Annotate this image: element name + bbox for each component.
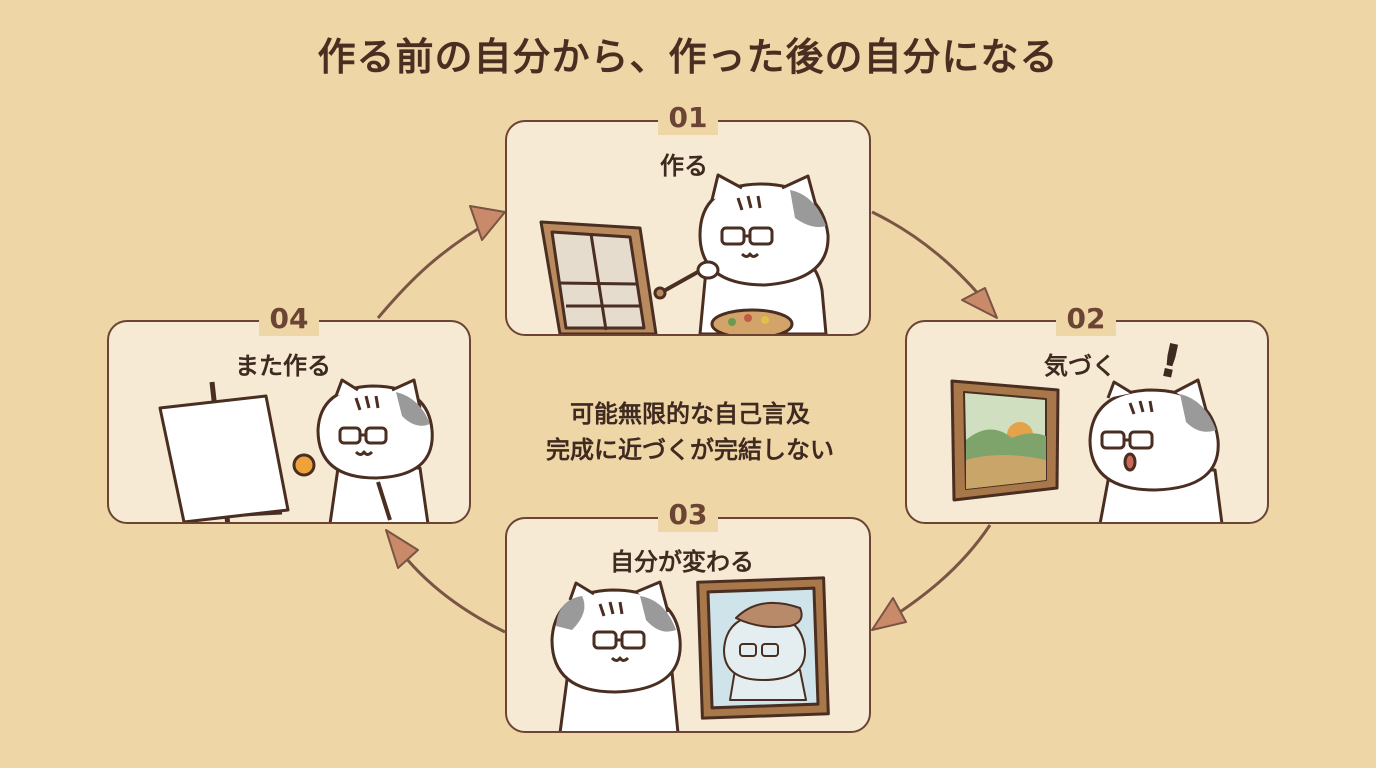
step-label-04: また作る — [235, 352, 331, 380]
arrowhead-01 — [469, 205, 506, 241]
arrowhead-02 — [961, 287, 998, 319]
illustration-painting-cat — [539, 173, 830, 334]
cat-open-mouth — [1123, 452, 1137, 472]
blank-canvas — [158, 394, 290, 522]
paint-brush — [376, 481, 392, 521]
step-number-04: 04 — [259, 302, 319, 336]
center-caption-line2: 完成に近づくが完結しない — [546, 436, 834, 464]
center-caption: 可能無限的な自己言及 完成に近づくが完結しない — [480, 396, 900, 468]
beret — [735, 601, 803, 628]
paint-palette — [710, 308, 794, 334]
page-title: 作る前の自分から、作った後の自分になる — [317, 35, 1059, 79]
step-number-02: 02 — [1056, 302, 1116, 336]
step-label-01: 作る — [660, 152, 708, 180]
arrowhead-03 — [871, 597, 907, 631]
arrowhead-04 — [385, 529, 419, 569]
step-label-03: 自分が変わる — [610, 548, 754, 576]
orange-ball — [292, 453, 316, 477]
illustration-easel-cat — [158, 378, 434, 522]
step-number-03: 03 — [658, 498, 718, 532]
center-caption-line1: 可能無限的な自己言及 — [570, 400, 810, 428]
step-number-01: 01 — [658, 101, 718, 135]
step-label-02: 気づく — [1044, 352, 1116, 380]
illustration-mirror-cat — [550, 576, 830, 731]
illustration-noticing-cat — [950, 378, 1224, 522]
